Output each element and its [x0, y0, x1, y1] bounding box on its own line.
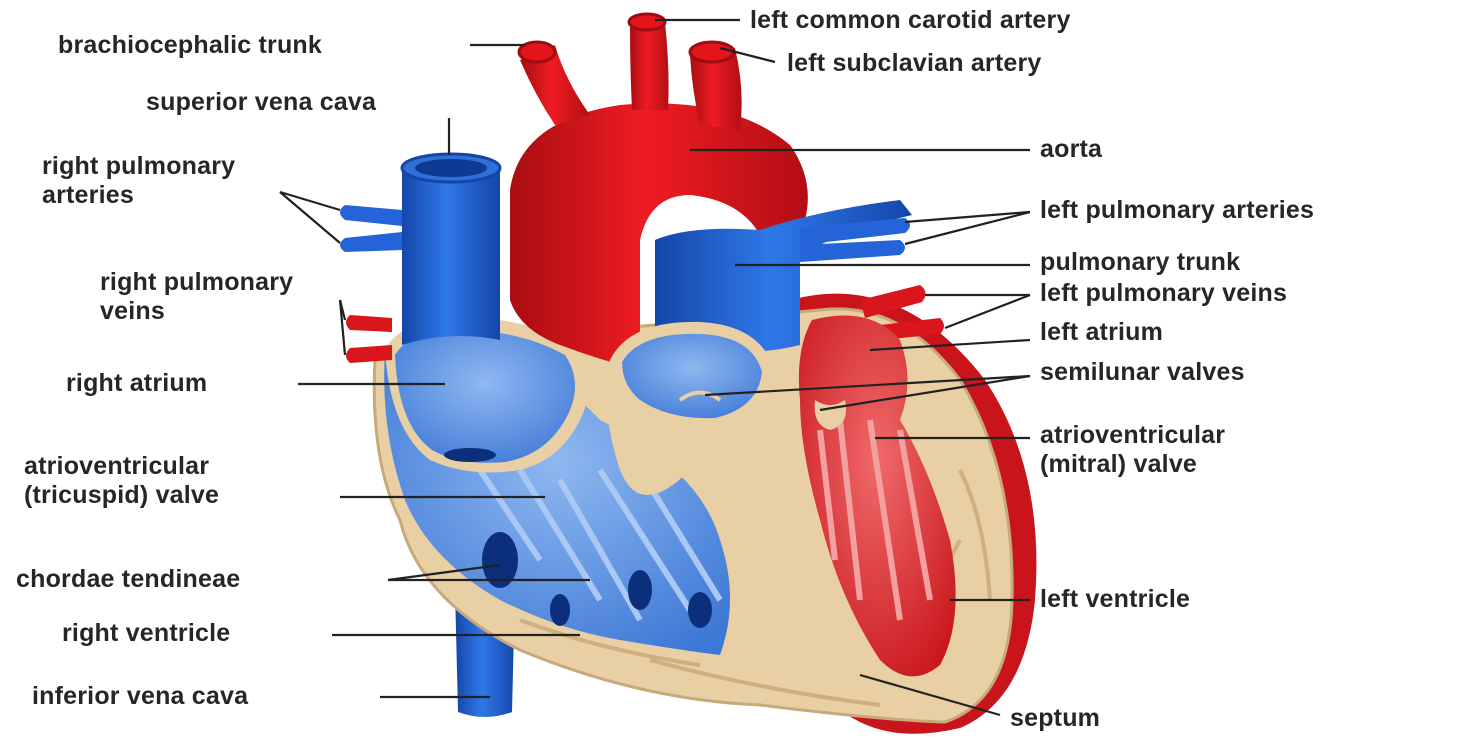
label-aorta: aorta — [1040, 135, 1102, 164]
label-atrioventricular-mitral-valve: atrioventricular (mitral) valve — [1040, 421, 1225, 479]
label-chordae-tendineae: chordae tendineae — [16, 565, 240, 594]
label-pulmonary-trunk: pulmonary trunk — [1040, 248, 1240, 277]
label-left-pulmonary-arteries: left pulmonary arteries — [1040, 196, 1314, 225]
label-semilunar-valves: semilunar valves — [1040, 358, 1245, 387]
label-atrioventricular-tricuspid-valve: atrioventricular (tricuspid) valve — [24, 452, 219, 510]
label-left-atrium: left atrium — [1040, 318, 1163, 347]
label-superior-vena-cava: superior vena cava — [146, 88, 376, 117]
label-right-pulmonary-arteries: right pulmonary arteries — [42, 152, 235, 210]
label-right-atrium: right atrium — [66, 369, 207, 398]
right-pulmonary-veins-vessels — [346, 315, 392, 363]
label-septum: septum — [1010, 704, 1100, 733]
label-left-common-carotid-artery: left common carotid artery — [750, 6, 1071, 35]
label-left-subclavian-artery: left subclavian artery — [787, 49, 1042, 78]
right-pulmonary-arteries-vessels — [340, 205, 402, 252]
label-brachiocephalic-trunk: brachiocephalic trunk — [58, 31, 322, 60]
label-right-pulmonary-veins: right pulmonary veins — [100, 268, 293, 326]
label-inferior-vena-cava: inferior vena cava — [32, 682, 248, 711]
superior-vena-cava-vessel — [402, 154, 500, 345]
label-right-ventricle: right ventricle — [62, 619, 230, 648]
label-left-ventricle: left ventricle — [1040, 585, 1190, 614]
label-left-pulmonary-veins: left pulmonary veins — [1040, 279, 1287, 308]
